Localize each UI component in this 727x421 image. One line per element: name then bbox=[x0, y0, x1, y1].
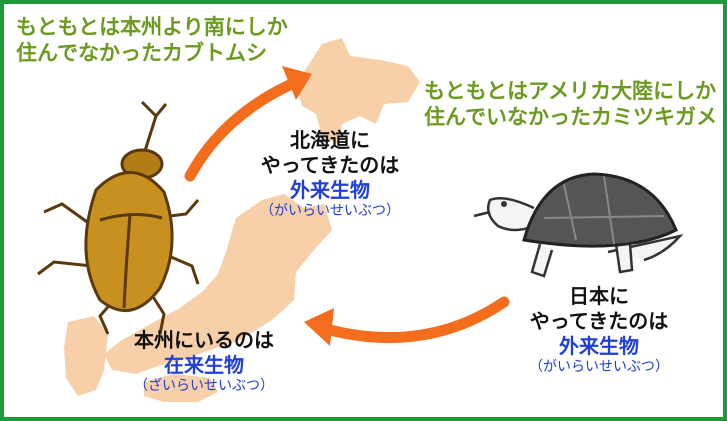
hokkaido-reading: （がいらいせいぶつ） bbox=[260, 203, 400, 219]
turtle-caption-line2: 住んでいなかったカミツキガメ bbox=[424, 105, 717, 130]
japan-line2: やってきたのは bbox=[529, 309, 669, 333]
hokkaido-label: 北海道に やってきたのは 外来生物 （がいらいせいぶつ） bbox=[240, 128, 420, 221]
hokkaido-shape bbox=[296, 38, 420, 144]
japan-reading: （がいらいせいぶつ） bbox=[529, 359, 669, 375]
honshu-reading: （ざいらいせいぶつ） bbox=[134, 378, 274, 394]
arrow-from-abroad bbox=[304, 296, 510, 346]
honshu-term: 在来生物 bbox=[164, 353, 244, 377]
honshu-label: 本州にいるのは 在来生物 （ざいらいせいぶつ） bbox=[104, 328, 304, 396]
honshu-line1: 本州にいるのは bbox=[134, 328, 274, 352]
shikoku-shape bbox=[144, 374, 218, 402]
hokkaido-line1: 北海道に bbox=[290, 128, 370, 152]
turtle-illustration bbox=[473, 172, 684, 278]
beetle-caption-line1: もともとは本州より南にしか bbox=[16, 15, 288, 39]
kyushu-shape bbox=[64, 316, 108, 396]
japan-term: 外来生物 bbox=[559, 334, 639, 358]
turtle-caption-line1: もともとはアメリカ大陸にしか bbox=[424, 79, 717, 103]
japan-line1: 日本に bbox=[569, 284, 629, 308]
hokkaido-term: 外来生物 bbox=[290, 178, 370, 202]
hokkaido-line2: やってきたのは bbox=[260, 153, 400, 177]
beetle-illustration bbox=[37, 100, 200, 335]
turtle-caption: もともとはアメリカ大陸にしか 住んでいなかったカミツキガメ bbox=[424, 78, 717, 131]
beetle-caption-line2: 住んでなかったカブトムシ bbox=[16, 41, 267, 66]
illustration-layer bbox=[37, 38, 684, 402]
japan-label: 日本に やってきたのは 外来生物 （がいらいせいぶつ） bbox=[504, 284, 694, 377]
arrow-to-hokkaido bbox=[184, 66, 312, 182]
beetle-caption: もともとは本州より南にしか 住んでなかったカブトムシ bbox=[16, 14, 288, 67]
